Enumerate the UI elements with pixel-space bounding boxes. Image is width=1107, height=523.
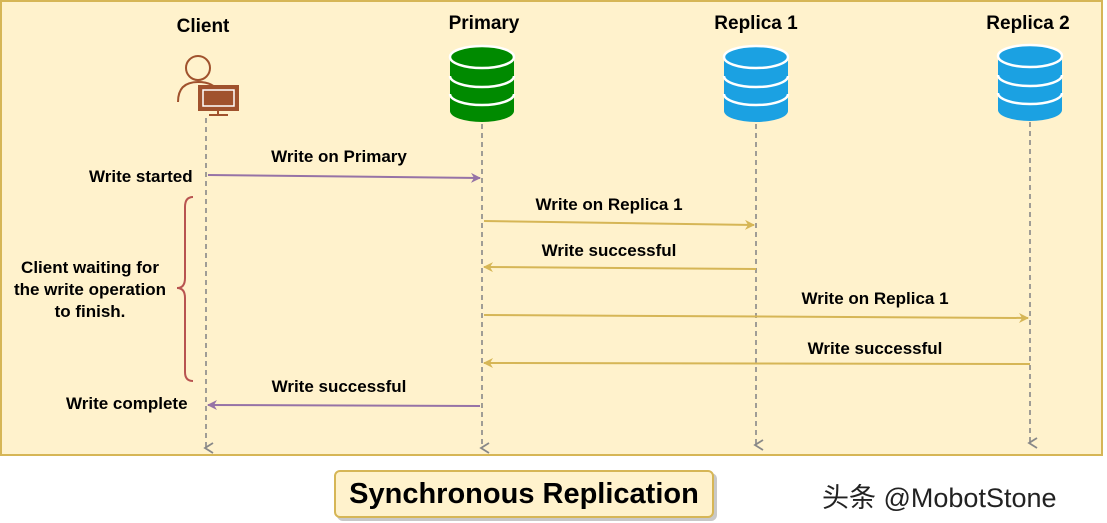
waiting-line: to finish. xyxy=(54,302,126,321)
arrow-client-write-successful xyxy=(207,400,481,411)
waiting-line: the write operation xyxy=(13,280,167,299)
message-label: Write on Replica 1 xyxy=(801,289,949,308)
client-waiting-note: Client waiting for the write operation t… xyxy=(4,257,176,323)
actor-label-replica1: Replica 1 xyxy=(714,13,798,34)
waiting-brace xyxy=(176,196,194,382)
actor-label-replica2: Replica 2 xyxy=(986,13,1070,34)
arrow-write-on-replica1 xyxy=(483,219,755,230)
arrow-write-on-replica2 xyxy=(483,312,1029,323)
write-started-label: Write started xyxy=(89,167,193,186)
arrow-replica1-write-successful xyxy=(483,262,757,273)
sequence-diagram xyxy=(176,43,1064,454)
arrow-replica2-write-successful xyxy=(483,358,1031,369)
arrow-write-on-primary xyxy=(207,172,481,183)
primary-database-icon xyxy=(448,44,516,122)
message-label: Write on Replica 1 xyxy=(535,195,683,214)
watermark: 头条 @MobotStone xyxy=(822,483,1057,513)
diagram-title: Synchronous Replication xyxy=(334,470,714,518)
message-label: Write successful xyxy=(271,377,407,396)
replica2-database-icon xyxy=(996,43,1064,121)
message-label: Write successful xyxy=(541,241,677,260)
write-complete-label: Write complete xyxy=(66,394,188,413)
actor-label-client: Client xyxy=(176,16,230,37)
waiting-line: Client waiting for xyxy=(21,258,159,277)
user-computer-icon xyxy=(177,55,239,116)
replica1-database-icon xyxy=(722,44,790,122)
message-label: Write on Primary xyxy=(271,147,407,166)
message-label: Write successful xyxy=(807,339,943,358)
diagram-panel xyxy=(0,0,1103,456)
actor-label-primary: Primary xyxy=(448,13,520,34)
